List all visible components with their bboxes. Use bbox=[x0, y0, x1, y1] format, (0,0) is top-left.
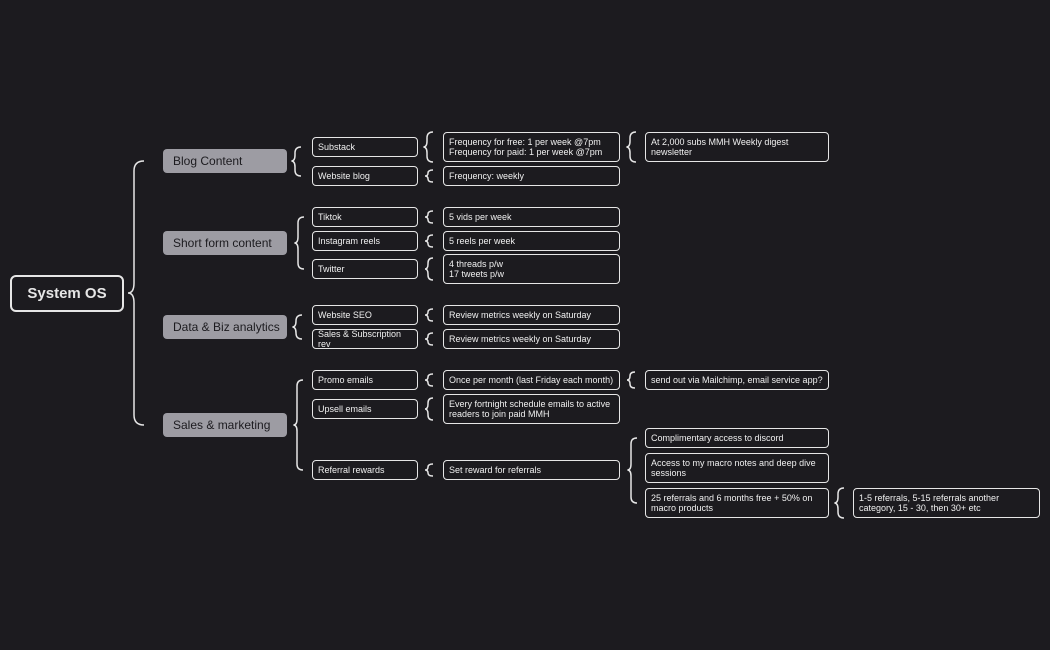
node-reels-frequency[interactable]: 5 reels per week bbox=[443, 231, 620, 251]
brace-tiktok bbox=[424, 210, 434, 224]
node-reward-notes[interactable]: Access to my macro notes and deep dive s… bbox=[645, 453, 829, 483]
node-reward-25-referrals[interactable]: 25 referrals and 6 months free + 50% on … bbox=[645, 488, 829, 518]
node-sales-review[interactable]: Review metrics weekly on Saturday bbox=[443, 329, 620, 349]
brace-seo bbox=[424, 308, 434, 322]
brace-blog-freq bbox=[424, 169, 434, 183]
brace-root bbox=[127, 160, 145, 426]
brace-data bbox=[292, 314, 303, 340]
node-promo-emails[interactable]: Promo emails bbox=[312, 370, 418, 390]
category-short-form-content[interactable]: Short form content bbox=[163, 231, 287, 255]
node-referral-set[interactable]: Set reward for referrals bbox=[443, 460, 620, 480]
node-substack[interactable]: Substack bbox=[312, 137, 418, 157]
brace-promo bbox=[424, 373, 434, 387]
brace-reward-25 bbox=[834, 487, 845, 519]
brace-reels bbox=[424, 234, 434, 248]
brace-sales bbox=[293, 379, 304, 471]
category-data-biz-analytics[interactable]: Data & Biz analytics bbox=[163, 315, 287, 339]
node-twitter[interactable]: Twitter bbox=[312, 259, 418, 279]
node-upsell-description[interactable]: Every fortnight schedule emails to activ… bbox=[443, 394, 620, 424]
brace-referral bbox=[424, 463, 434, 477]
node-tiktok-frequency[interactable]: 5 vids per week bbox=[443, 207, 620, 227]
brace-twitter bbox=[424, 257, 434, 281]
node-promo-send[interactable]: send out via Mailchimp, email service ap… bbox=[645, 370, 829, 390]
brace-substack-freq bbox=[626, 131, 637, 163]
node-instagram-reels[interactable]: Instagram reels bbox=[312, 231, 418, 251]
brace-substack bbox=[423, 131, 434, 163]
category-blog-content[interactable]: Blog Content bbox=[163, 149, 287, 173]
brace-referral-set bbox=[627, 437, 638, 504]
node-promo-frequency[interactable]: Once per month (last Friday each month) bbox=[443, 370, 620, 390]
node-website-seo[interactable]: Website SEO bbox=[312, 305, 418, 325]
brace-promo-freq bbox=[626, 371, 636, 389]
node-upsell-emails[interactable]: Upsell emails bbox=[312, 399, 418, 419]
node-reward-discord[interactable]: Complimentary access to discord bbox=[645, 428, 829, 448]
node-substack-frequency[interactable]: Frequency for free: 1 per week @7pm Freq… bbox=[443, 132, 620, 162]
node-tiktok[interactable]: Tiktok bbox=[312, 207, 418, 227]
node-twitter-frequency[interactable]: 4 threads p/w 17 tweets p/w bbox=[443, 254, 620, 284]
brace-short bbox=[294, 216, 305, 270]
node-reward-tiers[interactable]: 1-5 referrals, 5-15 referrals another ca… bbox=[853, 488, 1040, 518]
brace-salesrev bbox=[424, 332, 434, 346]
brace-blog bbox=[291, 146, 302, 177]
brace-upsell bbox=[424, 397, 434, 421]
node-sales-subscription-rev[interactable]: Sales & Subscription rev bbox=[312, 329, 418, 349]
node-blog-frequency[interactable]: Frequency: weekly bbox=[443, 166, 620, 186]
node-substack-digest[interactable]: At 2,000 subs MMH Weekly digest newslett… bbox=[645, 132, 829, 162]
node-seo-review[interactable]: Review metrics weekly on Saturday bbox=[443, 305, 620, 325]
root-node[interactable]: System OS bbox=[10, 275, 124, 312]
node-website-blog[interactable]: Website blog bbox=[312, 166, 418, 186]
node-referral-rewards[interactable]: Referral rewards bbox=[312, 460, 418, 480]
category-sales-marketing[interactable]: Sales & marketing bbox=[163, 413, 287, 437]
